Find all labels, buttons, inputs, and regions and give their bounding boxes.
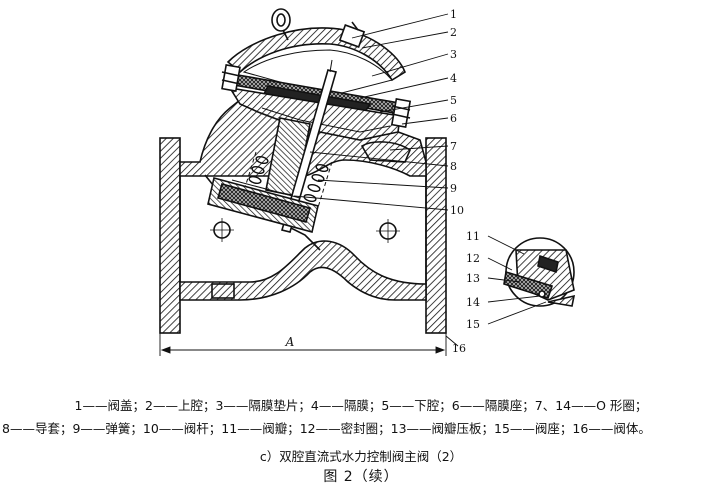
dimension-a (159, 333, 447, 356)
callout-15: 15 (466, 318, 480, 331)
valve-disc (207, 177, 319, 233)
callout-3: 3 (450, 48, 457, 61)
callout-10: 10 (450, 204, 464, 217)
stem-spring-assembly (237, 59, 337, 233)
callout-4: 4 (450, 72, 457, 85)
bonnet (226, 8, 406, 97)
callout-11: 11 (466, 230, 480, 243)
legend-line-1: 1——阀盖；2——上腔；3——隔膜垫片；4——隔膜；5——下腔；6——隔膜座；7… (74, 398, 648, 413)
valve-cross-section-drawing: A 1 2 3 4 5 6 7 8 9 10 11 12 13 14 15 16 (159, 8, 576, 356)
figure-title: 图 2（续） (323, 469, 399, 485)
leader-lines (293, 13, 547, 347)
callout-1: 1 (450, 8, 457, 21)
callout-7: 7 (450, 140, 457, 153)
callout-12: 12 (466, 252, 480, 265)
callout-14: 14 (466, 296, 480, 309)
legend-line-2: 8——导套；9——弹簧；10——阀杆；11——阀瓣；12——密封圈；13——阀瓣… (2, 421, 651, 436)
detail-view (503, 237, 576, 307)
callout-6: 6 (450, 112, 457, 125)
callout-5: 5 (450, 94, 457, 107)
callout-8: 8 (450, 160, 457, 173)
callout-2: 2 (450, 26, 457, 39)
dimension-a-label: A (285, 335, 295, 349)
callout-13: 13 (466, 272, 480, 285)
callout-16: 16 (452, 342, 466, 355)
figure-caption: c）双腔直流式水力控制阀主阀（2） (259, 449, 463, 464)
callout-9: 9 (450, 182, 457, 195)
